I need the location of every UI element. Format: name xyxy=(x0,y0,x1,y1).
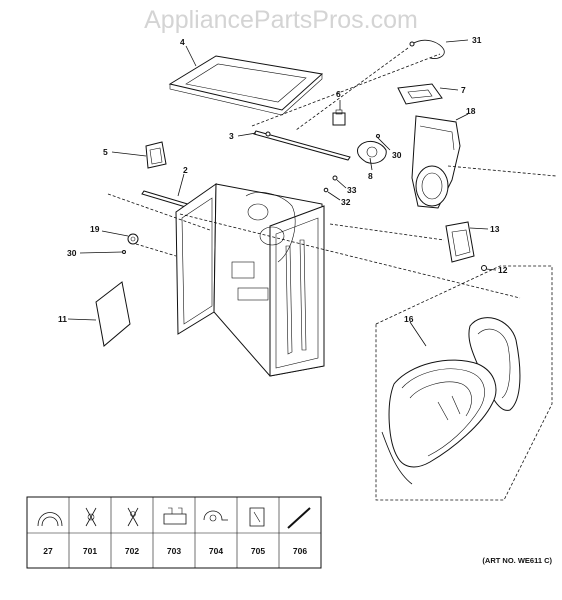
callout-8: 8 xyxy=(368,171,373,181)
clip-icon[interactable] xyxy=(85,507,97,527)
kit-boundary xyxy=(375,265,553,501)
hardware-code-704: 704 xyxy=(209,546,223,556)
callout-13: 13 xyxy=(490,224,500,234)
switch-part-6[interactable] xyxy=(332,109,346,126)
screw-part-32[interactable] xyxy=(323,187,329,193)
seal-kit-part-16[interactable] xyxy=(381,317,521,485)
front-rail-part-3[interactable] xyxy=(253,130,351,161)
bracket-clip-icon[interactable] xyxy=(163,507,187,525)
screw-part-12[interactable] xyxy=(481,265,487,271)
callout-19: 19 xyxy=(90,224,100,234)
hardware-code-705: 705 xyxy=(251,546,265,556)
air-duct-part-18[interactable] xyxy=(411,115,461,209)
hardware-code-703: 703 xyxy=(167,546,181,556)
hose-clamp-icon[interactable] xyxy=(37,512,63,527)
art-number: (ART NO. WE611 C) xyxy=(482,556,552,565)
hardware-code-706: 706 xyxy=(293,546,307,556)
bracket-part-13[interactable] xyxy=(445,221,475,263)
callout-11: 11 xyxy=(58,314,67,324)
cable-clamp-icon[interactable] xyxy=(203,510,228,522)
callout-30-upper: 30 xyxy=(392,150,402,160)
callout-30-lower: 30 xyxy=(67,248,77,258)
bracket-part-5[interactable] xyxy=(145,141,167,169)
callout-3: 3 xyxy=(229,131,234,141)
thermostat-part-19[interactable] xyxy=(127,233,139,245)
blower-housing-part-8[interactable] xyxy=(357,141,387,164)
callout-4: 4 xyxy=(180,37,185,47)
callout-18: 18 xyxy=(466,106,476,116)
callout-2: 2 xyxy=(183,165,188,175)
wire-tie-icon[interactable] xyxy=(249,507,265,527)
top-panel-part-4[interactable] xyxy=(168,55,324,116)
control-bracket-part-7[interactable] xyxy=(397,83,443,105)
cable-tie-icon[interactable] xyxy=(287,507,311,529)
callout-32: 32 xyxy=(341,197,351,207)
screw-part-33[interactable] xyxy=(332,175,338,181)
callout-31: 31 xyxy=(472,35,482,45)
watermark: AppliancePartsPros.com xyxy=(144,6,418,34)
hardware-table: 27 701 702 703 704 705 706 xyxy=(26,496,322,569)
callout-33: 33 xyxy=(347,185,357,195)
fastener-icon[interactable] xyxy=(127,507,139,527)
callout-5: 5 xyxy=(103,147,108,157)
wire-harness-part-31[interactable] xyxy=(409,39,445,59)
hardware-code-702: 702 xyxy=(125,546,139,556)
callout-7: 7 xyxy=(461,85,466,95)
hardware-code-701: 701 xyxy=(83,546,97,556)
cabinet-frame[interactable] xyxy=(175,183,325,377)
callout-6: 6 xyxy=(336,89,341,99)
hardware-code-27: 27 xyxy=(43,546,53,556)
panel-part-11[interactable] xyxy=(95,281,131,347)
callout-12: 12 xyxy=(498,265,508,275)
callout-16: 16 xyxy=(404,314,414,324)
